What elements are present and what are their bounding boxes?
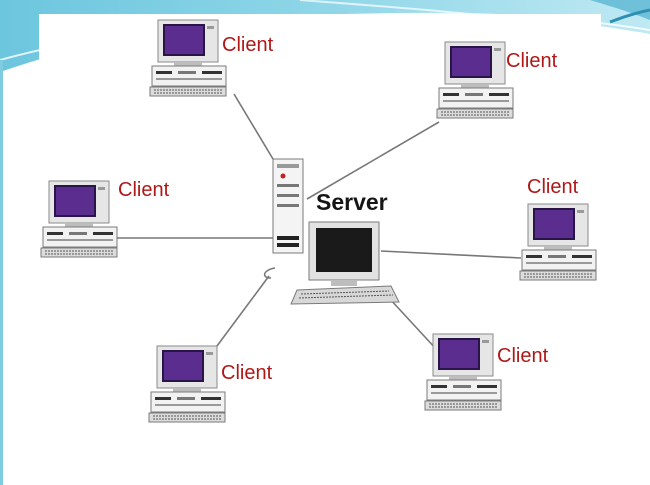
- client-label-top-left: Client: [222, 34, 274, 56]
- network-diagram: Server Client Client Client Client Clien…: [39, 14, 601, 437]
- client-computer-bottom-right: [424, 333, 502, 411]
- client-label-top-right: Client: [506, 50, 558, 72]
- client-computer-top-right: [436, 41, 514, 119]
- client-label-bottom-right: Client: [497, 345, 549, 367]
- network-diagram-canvas: [40, 19, 597, 423]
- server-label: Server: [316, 189, 388, 215]
- link-client-top-right: [306, 121, 440, 200]
- client-computer-bottom-left: [148, 345, 226, 423]
- left-edge-accent: [0, 60, 3, 485]
- server-keyboard: [263, 267, 400, 305]
- client-computer-top-left: [149, 19, 227, 97]
- connection-lines: [117, 93, 522, 351]
- link-client-top-left: [233, 93, 274, 160]
- client-label-mid-left: Client: [118, 179, 170, 201]
- link-client-bottom-right: [388, 297, 438, 351]
- server-monitor: [308, 221, 380, 286]
- link-client-mid-right: [380, 250, 522, 259]
- client-label-mid-right: Client: [527, 176, 579, 198]
- client-computer-mid-left: [40, 180, 118, 258]
- link-client-bottom-left: [213, 275, 270, 351]
- client-label-bottom-left: Client: [221, 362, 273, 384]
- server-tower: [272, 158, 304, 254]
- client-computer-mid-right: [519, 203, 597, 281]
